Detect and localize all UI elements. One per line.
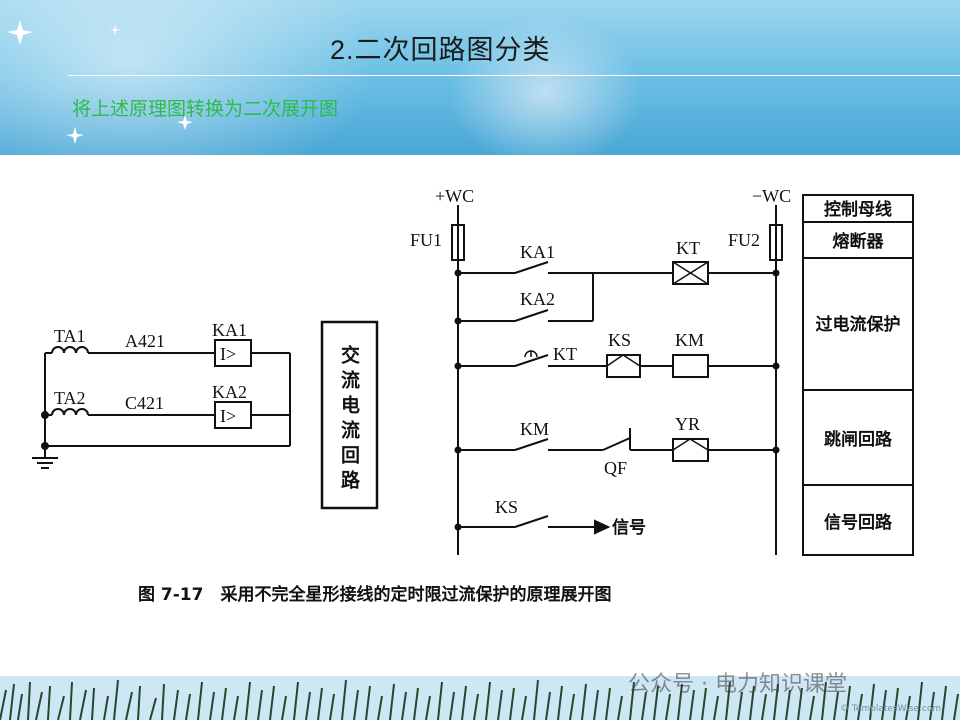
wire-a421-label: A421 <box>125 331 165 351</box>
bus-negative-label: −WC <box>752 186 791 206</box>
legend-signal-circuit: 信号回路 <box>824 512 893 533</box>
coil-ks-label: KS <box>608 330 631 350</box>
header-banner: 2.二次回路图分类 将上述原理图转换为二次展开图 <box>0 0 960 155</box>
coil-yr-label: YR <box>675 414 700 434</box>
breaker-qf-aux <box>602 437 631 451</box>
coil-ks <box>606 354 641 378</box>
signal-arrow-icon <box>594 519 611 535</box>
legend-overcurrent: 过电流保护 <box>816 314 901 335</box>
slide-title: 2.二次回路图分类 <box>330 35 551 65</box>
breaker-qf-label: QF <box>604 458 627 478</box>
contact-ka2-label: KA2 <box>520 289 555 309</box>
relay-ka2-symbol: I> <box>220 406 236 426</box>
ac-circuit-vertical-label: 交流电流回路 <box>338 344 360 495</box>
contact-kt-delay <box>514 354 549 367</box>
fuse-fu1-label: FU1 <box>410 230 442 250</box>
legend-control-bus: 控制母线 <box>824 199 892 220</box>
star-decorations <box>7 20 193 144</box>
ac-circuit-label-box <box>320 320 379 510</box>
ct2-label: TA2 <box>54 388 86 408</box>
ct2-coil <box>51 408 89 416</box>
template-credit: © TemplatesWise.com <box>840 704 942 714</box>
coil-km-label: KM <box>675 330 704 350</box>
slide-subtitle: 将上述原理图转换为二次展开图 <box>72 98 339 120</box>
signal-label: 信号 <box>612 517 646 538</box>
contact-ka1 <box>514 261 549 274</box>
relay-ka1-label: KA1 <box>212 320 247 340</box>
coil-yr <box>672 438 709 462</box>
header-moon-decoration <box>440 10 650 155</box>
ac-current-circuit <box>32 320 379 510</box>
legend-fuse: 熔断器 <box>833 231 885 252</box>
dc-control-circuit <box>451 205 783 555</box>
contact-km-label: KM <box>520 419 549 439</box>
coil-kt-label: KT <box>676 238 700 258</box>
relay-ka1-symbol: I> <box>220 344 236 364</box>
fuse-fu2-label: FU2 <box>728 230 760 250</box>
relay-ka1-box <box>214 339 252 367</box>
contact-kt-label: KT <box>553 344 577 364</box>
figure-caption: 图 7-17 采用不完全星形接线的定时限过流保护的原理展开图 <box>138 584 611 605</box>
expanded-circuit-diagram: TA1 TA2 A421 C421 KA1 KA2 I> I> 交流电流回路 +… <box>32 186 914 605</box>
wechat-watermark: 公众号 · 电力知识课堂 <box>628 672 847 697</box>
ct1-coil <box>51 346 89 354</box>
contact-km <box>514 438 549 451</box>
coil-km <box>672 354 709 378</box>
title-divider <box>68 75 960 76</box>
contact-ks-label: KS <box>495 497 518 517</box>
legend-column <box>802 194 914 556</box>
bus-positive-label: +WC <box>435 186 474 206</box>
legend-trip-circuit: 跳闸回路 <box>824 429 893 450</box>
contact-ka2 <box>514 309 549 322</box>
contact-ks <box>514 515 549 528</box>
contact-ka1-label: KA1 <box>520 242 555 262</box>
grass-footer <box>0 676 960 720</box>
ct1-label: TA1 <box>54 326 86 346</box>
wire-c421-label: C421 <box>125 393 164 413</box>
relay-ka2-box <box>214 401 252 429</box>
relay-ka2-label: KA2 <box>212 382 247 402</box>
header-glow <box>0 0 380 155</box>
